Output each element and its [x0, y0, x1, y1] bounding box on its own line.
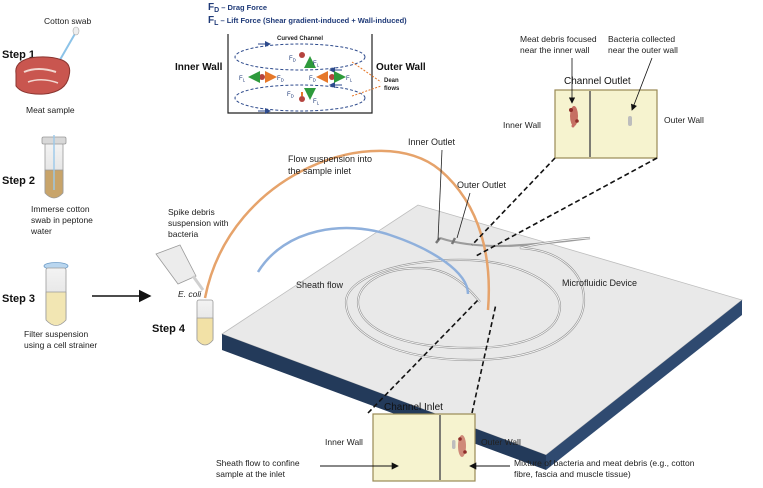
dean-pointer-line	[351, 61, 382, 83]
dean-flows-label-line1: Dean	[384, 78, 399, 84]
step-4-desc-line1: Spike debris	[168, 207, 215, 217]
meat-sample-label: Meat sample	[26, 105, 75, 115]
outlet-zoom-line	[471, 157, 556, 246]
inlet-outer-wall-label: Outer Wall	[481, 437, 521, 447]
drag-force-label: FD	[289, 56, 297, 63]
lift-force-label: FL	[346, 76, 353, 83]
drag-force-label: FD	[287, 92, 295, 99]
particle-icon	[299, 52, 305, 58]
step-1: Step 1 Cotton swab Meat sample	[2, 16, 92, 115]
particle-icon	[299, 96, 305, 102]
inlet-inner-wall-label: Inner Wall	[325, 437, 363, 447]
mixture-icon	[452, 435, 467, 457]
bacteria-icon	[628, 116, 632, 126]
dean-flows-label-line2: flows	[384, 86, 400, 92]
spiked-suspension-icon	[196, 317, 214, 346]
meat-debris-icon	[569, 106, 579, 128]
lift-force-label: FL	[239, 76, 246, 83]
lift-force-legend: FL – Lift Force (Shear gradient-induced …	[208, 15, 407, 27]
inlet-note-right-line1: Mixture of bacteria and meat debris (e.g…	[514, 458, 695, 468]
drag-force-legend: FD – Drag Force	[208, 2, 267, 14]
meat-marbling-icon	[27, 79, 59, 84]
outlet-note-right-line1: Bacteria collected	[608, 34, 675, 44]
inlet-note-right-line2: fibre, fascia and muscle tissue)	[514, 469, 631, 479]
outlet-zoom-line	[475, 157, 658, 257]
microfluidic-device: Microfluidic Device	[221, 204, 743, 470]
flow-into-inlet-line2: the sample inlet	[288, 166, 352, 176]
inlet-zoom-line	[471, 303, 497, 414]
step-3-desc-line1: Filter suspension	[24, 329, 89, 339]
outlet-note-left-line2: near the inner wall	[520, 45, 590, 55]
e-coli-label: E. coli	[178, 289, 202, 299]
step-2-desc-line2: swab in peptone	[31, 215, 93, 225]
channel-outlet-title: Channel Outlet	[564, 76, 631, 87]
outlet-inner-wall-label: Inner Wall	[503, 120, 541, 130]
upper-dean-vortex	[234, 43, 366, 71]
channel-inlet-title: Channel Inlet	[384, 402, 443, 413]
step-2-desc-line3: water	[30, 226, 52, 236]
filtered-suspension-icon	[45, 291, 67, 326]
inlet-note-left-line2: sample at the inlet	[216, 469, 286, 479]
curved-channel-diagram: Curved Channel Inner Wall Outer Wall FD …	[175, 34, 426, 114]
particle-icon	[259, 74, 265, 80]
dean-pointer-line	[351, 85, 382, 97]
step-3-label: Step 3	[2, 293, 35, 305]
swab-tip-icon	[72, 26, 80, 36]
outer-outlet-label: Outer Outlet	[457, 180, 507, 190]
lift-force-label: FL	[313, 99, 320, 106]
step-4-label: Step 4	[152, 323, 186, 335]
pour-stream-icon	[191, 275, 205, 291]
inlet-zoom-line	[367, 299, 479, 414]
sheath-flow-tubing	[256, 226, 470, 295]
beaker-icon	[155, 244, 197, 285]
outlet-note-left-line1: Meat debris focused	[520, 34, 597, 44]
outlet-outer-wall-label: Outer Wall	[664, 115, 704, 125]
step-1-label: Step 1	[2, 49, 35, 61]
force-legend: FD – Drag Force FL – Lift Force (Shear g…	[208, 2, 407, 27]
step-2: Step 2 Immerse cotton swab in peptone wa…	[2, 135, 93, 236]
channel-inlet-callout: Channel Inlet Inner Wall Outer Wall Shea…	[216, 299, 695, 482]
flow-into-inlet-line1: Flow suspension into	[288, 154, 372, 164]
lower-dean-vortex	[234, 84, 366, 112]
device-top-surface	[221, 204, 743, 456]
step-3: Step 3 Filter suspension using a cell st…	[2, 262, 97, 350]
drag-force-label: FD	[309, 76, 317, 83]
outlet-note-right-line2: near the outer wall	[608, 45, 678, 55]
inlet-cross-section	[372, 413, 476, 482]
device-name-label: Microfluidic Device	[562, 278, 637, 288]
curved-channel-title: Curved Channel	[277, 36, 323, 42]
channel-outer-wall-label: Outer Wall	[376, 62, 426, 73]
step-3-desc-line2: using a cell strainer	[24, 340, 97, 350]
outer-outlet-pointer	[456, 192, 471, 239]
outer-outlet-port	[450, 237, 457, 245]
step-4-desc-line2: suspension with	[168, 218, 229, 228]
inlet-note-left-line1: Sheath flow to confine	[216, 458, 300, 468]
inner-outlet-pointer	[437, 149, 443, 241]
step-2-desc-line1: Immerse cotton	[31, 204, 90, 214]
meat-marbling-icon	[23, 68, 57, 73]
sheath-flow-label: Sheath flow	[296, 280, 344, 290]
sample-flow-tubing	[203, 149, 491, 311]
channel-inner-wall-label: Inner Wall	[175, 62, 223, 73]
inner-outlet-port	[435, 237, 441, 244]
bacteria-note-arrow-icon	[631, 57, 653, 111]
lift-force-label: FL	[313, 61, 320, 68]
meat-sample-icon	[15, 56, 71, 95]
channel-walls	[227, 34, 373, 114]
inner-outlet-label: Inner Outlet	[408, 137, 456, 147]
cotton-swab-label: Cotton swab	[44, 16, 92, 26]
step-2-label: Step 2	[2, 175, 35, 187]
step-4: Spike debris suspension with bacteria E.…	[152, 207, 229, 346]
spiral-channel-highlight	[345, 237, 591, 361]
particle-icon	[329, 74, 335, 80]
outlet-cross-section	[554, 89, 658, 159]
channel-outlet-callout: Bacteria collected near the outer wall M…	[471, 34, 704, 257]
step-4-desc-line3: bacteria	[168, 229, 199, 239]
device-base-side	[546, 300, 742, 470]
drag-force-label: FD	[277, 76, 285, 83]
